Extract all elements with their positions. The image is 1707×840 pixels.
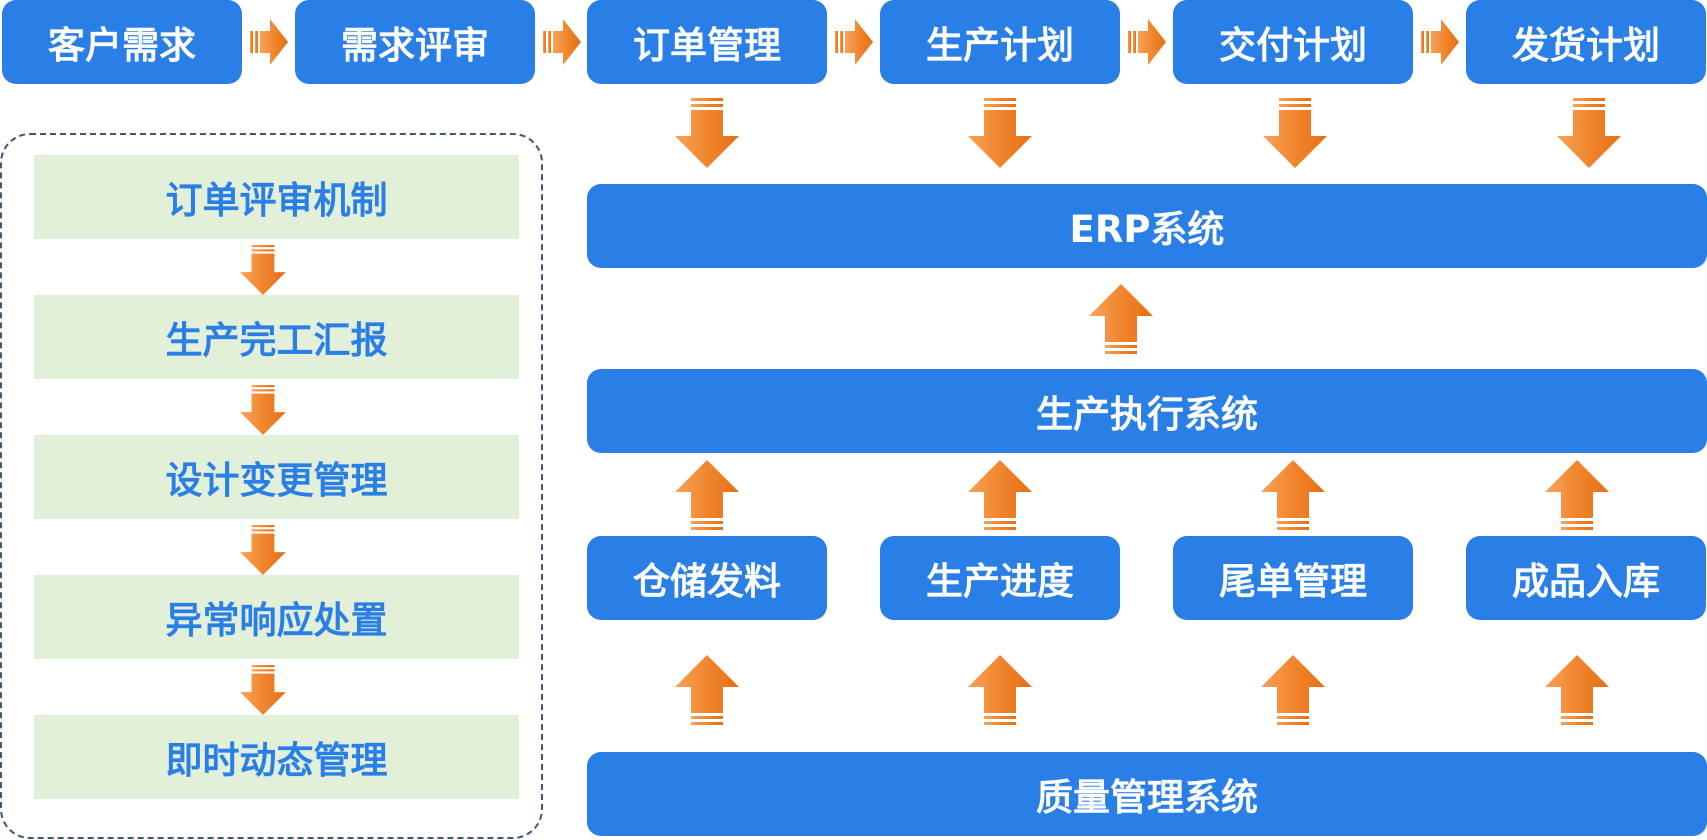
down-arrow-icon [968,98,1032,168]
up-arrow-icon [968,655,1032,725]
erp-system: ERP系统 [587,184,1707,268]
down-arrow-icon [1557,98,1621,168]
module-production-progress: 生产进度 [880,536,1120,620]
down-arrow-icon [240,525,286,575]
flow-arrow-right-icon [835,19,873,65]
down-arrow-icon [240,245,286,295]
flow-step-order-management: 订单管理 [587,0,827,84]
up-arrow-icon [1545,460,1609,530]
down-arrow-icon [240,385,286,435]
up-arrow-icon [1089,284,1153,354]
panel-item-order-review: 订单评审机制 [34,155,519,239]
up-arrow-icon [675,655,739,725]
production-execution-system: 生产执行系统 [587,369,1707,453]
up-arrow-icon [1261,460,1325,530]
flow-step-shipping-plan: 发货计划 [1466,0,1706,84]
up-arrow-icon [1261,655,1325,725]
panel-item-design-change: 设计变更管理 [34,435,519,519]
flow-step-delivery-plan: 交付计划 [1173,0,1413,84]
up-arrow-icon [675,460,739,530]
panel-item-realtime-dynamic: 即时动态管理 [34,715,519,799]
module-tail-order-management: 尾单管理 [1173,536,1413,620]
module-warehouse-issue: 仓储发料 [587,536,827,620]
module-finished-goods-storage: 成品入库 [1466,536,1706,620]
quality-management-system: 质量管理系统 [587,752,1707,836]
up-arrow-icon [1545,655,1609,725]
flow-arrow-right-icon [1128,19,1166,65]
flow-arrow-right-icon [250,19,288,65]
flow-arrow-right-icon [543,19,581,65]
management-mechanism-panel: 订单评审机制 生产完工汇报 设计变更管理 异常响应处置 即时动态管理 [0,133,543,839]
flow-step-customer-demand: 客户需求 [2,0,242,84]
down-arrow-icon [1263,98,1327,168]
down-arrow-icon [675,98,739,168]
panel-item-completion-report: 生产完工汇报 [34,295,519,379]
up-arrow-icon [968,460,1032,530]
flow-step-demand-review: 需求评审 [295,0,535,84]
down-arrow-icon [240,665,286,715]
panel-item-exception-response: 异常响应处置 [34,575,519,659]
flow-step-production-plan: 生产计划 [880,0,1120,84]
flow-arrow-right-icon [1421,19,1459,65]
